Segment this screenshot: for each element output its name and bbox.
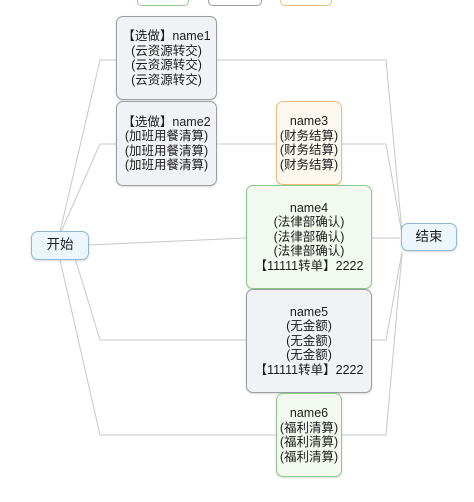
node-line: (加班用餐清算): [124, 143, 209, 158]
node-line: (法律部确认): [273, 215, 345, 230]
node-line: 【选做】name1: [122, 29, 211, 43]
node-line: name6: [289, 406, 329, 420]
connector-name5-end: [372, 251, 403, 341]
node-line: 【选做】name2: [122, 114, 211, 129]
start-node-label: 开始: [46, 237, 74, 253]
connector-name3-end: [342, 143, 403, 235]
end-node-label: 结束: [415, 228, 443, 244]
node-line: (财务结算): [279, 128, 339, 143]
start-node[interactable]: 开始: [31, 231, 89, 260]
connector-start-name2: [59, 143, 116, 235]
flow-node-name1[interactable]: 【选做】name1 (云资源转交) (云资源转交) (云资源转交): [116, 16, 217, 100]
top-partial-node-middle: [208, 0, 262, 6]
flow-node-name4[interactable]: name4 (法律部确认) (法律部确认) (法律部确认) 【11111转单】2…: [246, 185, 372, 289]
end-node[interactable]: 结束: [401, 223, 457, 251]
connector-start-name4: [87, 237, 247, 246]
node-line: (财务结算): [279, 143, 339, 157]
node-line: (云资源转交): [131, 43, 202, 58]
node-line: name3: [289, 114, 329, 128]
connector-start-bottom: [59, 259, 276, 436]
top-partial-node-left: [137, 0, 189, 6]
node-line: (福利清算): [279, 420, 339, 435]
node-line: (法律部确认): [273, 244, 345, 259]
node-line: 【11111转单】2222: [254, 362, 364, 377]
connector-start-top: [59, 59, 116, 233]
node-line: (无金额): [286, 319, 332, 334]
flow-node-name5[interactable]: name5 (无金额) (无金额) (无金额) 【11111转单】2222: [246, 289, 372, 393]
node-line: (加班用餐清算): [124, 129, 209, 143]
connector-start-name5: [74, 257, 246, 341]
node-line: name5: [289, 304, 329, 319]
node-line: (法律部确认): [273, 229, 345, 244]
node-line: (无金额): [286, 348, 332, 363]
node-line: 【11111转单】2222: [254, 258, 364, 273]
node-line: (云资源转交): [131, 58, 202, 72]
node-line: (福利清算): [279, 449, 339, 464]
node-line: (加班用餐清算): [124, 158, 209, 172]
node-line: (云资源转交): [131, 72, 202, 87]
flow-node-name3[interactable]: name3 (财务结算) (财务结算) (财务结算): [276, 101, 342, 185]
node-line: (无金额): [286, 333, 332, 348]
connector-name1-end: [217, 59, 403, 233]
node-line: (财务结算): [279, 157, 339, 172]
node-line: name4: [289, 200, 329, 215]
top-partial-node-right: [280, 0, 332, 6]
flow-node-name2[interactable]: 【选做】name2 (加班用餐清算) (加班用餐清算) (加班用餐清算): [116, 101, 217, 186]
node-line: (福利清算): [279, 435, 339, 449]
flow-node-name6[interactable]: name6 (福利清算) (福利清算) (福利清算): [276, 393, 342, 477]
connector-name6-end: [342, 253, 403, 436]
